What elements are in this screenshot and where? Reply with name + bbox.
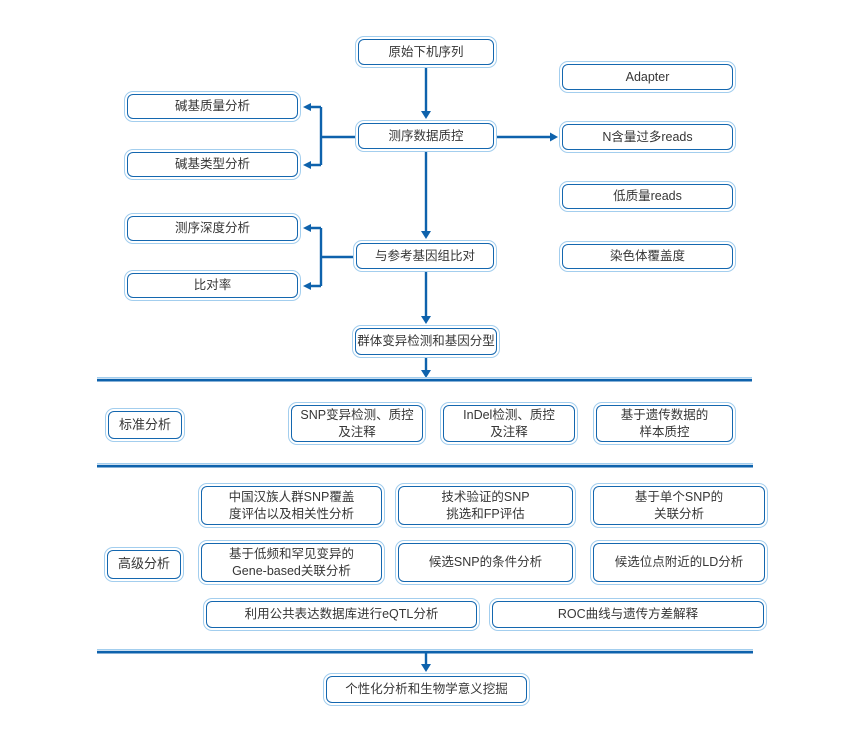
- node-eqtl-label: 利用公共表达数据库进行eQTL分析: [244, 607, 439, 622]
- node-genome-align: 与参考基因组比对: [353, 240, 497, 272]
- node-raw-sequence: 原始下机序列: [355, 36, 497, 68]
- node-seq-depth-label: 测序深度分析: [174, 221, 250, 236]
- node-ld-analysis-label: 候选位点附近的LD分析: [614, 555, 744, 570]
- node-low-quality-label: 低质量reads: [613, 189, 682, 204]
- node-raw-sequence-label: 原始下机序列: [388, 44, 464, 59]
- arrow-lines: [311, 68, 550, 664]
- node-eqtl: 利用公共表达数据库进行eQTL分析: [203, 598, 480, 631]
- node-adapter-label: Adapter: [625, 69, 670, 84]
- standard-label-text: 标准分析: [118, 416, 171, 432]
- advanced-label-text: 高级分析: [117, 556, 170, 572]
- node-seq-qc-label: 测序数据质控: [388, 128, 464, 143]
- node-sample-qc-label: 基于遗传数据的 样本质控: [620, 408, 709, 439]
- node-han-snp: 中国汉族人群SNP覆盖 度评估以及相关性分析: [198, 483, 385, 528]
- node-low-quality: 低质量reads: [559, 181, 736, 212]
- node-ld-analysis: 候选位点附近的LD分析: [590, 540, 768, 585]
- node-n-reads-label: N含量过多reads: [602, 129, 693, 144]
- node-pop-variant-label: 群体变异检测和基因分型: [357, 334, 495, 349]
- node-base-type: 碱基类型分析: [124, 149, 301, 180]
- node-base-quality-label: 碱基质量分析: [174, 99, 250, 114]
- node-genome-align-label: 与参考基因组比对: [374, 248, 475, 263]
- node-indel-qc: InDel检测、质控 及注释: [440, 402, 578, 445]
- node-final-label: 个性化分析和生物学意义挖掘: [345, 682, 508, 697]
- node-adapter: Adapter: [559, 61, 736, 93]
- node-han-snp-label: 中国汉族人群SNP覆盖 度评估以及相关性分析: [228, 490, 355, 521]
- node-snp-qc-label: SNP变异检测、质控 及注释: [300, 408, 414, 439]
- node-roc-label: ROC曲线与遗传方差解释: [557, 607, 699, 622]
- node-standard-label: 标准分析: [105, 408, 185, 442]
- node-seq-qc: 测序数据质控: [355, 120, 497, 152]
- node-gene-based-label: 基于低频和罕见变异的 Gene-based关联分析: [228, 547, 354, 578]
- arrow-heads: [303, 103, 558, 672]
- node-gene-based: 基于低频和罕见变异的 Gene-based关联分析: [198, 540, 385, 585]
- node-chrom-cov: 染色体覆盖度: [559, 241, 736, 272]
- node-base-type-label: 碱基类型分析: [174, 157, 250, 172]
- node-base-quality: 碱基质量分析: [124, 91, 301, 122]
- section-dividers: [97, 377, 753, 654]
- node-map-rate: 比对率: [124, 270, 301, 301]
- node-cond-snp-label: 候选SNP的条件分析: [428, 555, 543, 570]
- node-snp-qc: SNP变异检测、质控 及注释: [288, 402, 426, 445]
- node-tech-snp: 技术验证的SNP 挑选和FP评估: [395, 483, 576, 528]
- node-final: 个性化分析和生物学意义挖掘: [323, 673, 530, 706]
- node-chrom-cov-label: 染色体覆盖度: [609, 249, 685, 264]
- node-cond-snp: 候选SNP的条件分析: [395, 540, 576, 585]
- node-n-reads: N含量过多reads: [559, 121, 736, 153]
- node-sample-qc: 基于遗传数据的 样本质控: [593, 402, 736, 445]
- node-single-snp-label: 基于单个SNP的 关联分析: [634, 490, 724, 521]
- node-tech-snp-label: 技术验证的SNP 挑选和FP评估: [441, 490, 530, 521]
- node-map-rate-label: 比对率: [193, 278, 232, 293]
- node-roc: ROC曲线与遗传方差解释: [489, 598, 767, 631]
- node-pop-variant: 群体变异检测和基因分型: [352, 325, 500, 358]
- node-seq-depth: 测序深度分析: [124, 213, 301, 244]
- node-single-snp: 基于单个SNP的 关联分析: [590, 483, 768, 528]
- node-advanced-label: 高级分析: [104, 547, 184, 582]
- node-indel-qc-label: InDel检测、质控 及注释: [463, 408, 555, 439]
